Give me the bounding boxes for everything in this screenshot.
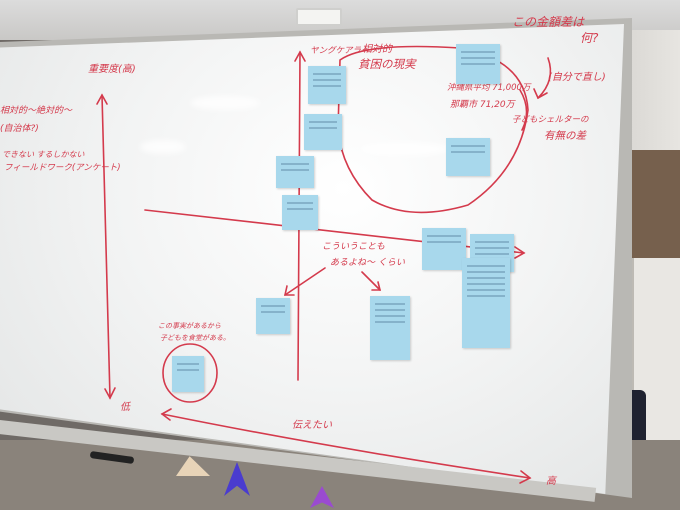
label-young-carer: ヤングケアラー [310,46,370,56]
poverty-circle [337,45,529,214]
label-shelter: 子どもシェルターの [512,115,589,125]
label-left-partial: フィールドワーク(アンケート) [4,163,121,173]
sticky-note [462,258,510,348]
label-self-fix: (自分で直し) [548,72,606,83]
label-want-to-convey: 伝えたい [292,420,332,431]
label-presence-diff: 有無の差 [544,130,586,142]
label-poverty-reality: 貧困の現実 [358,57,416,71]
left-vertical-axis [101,94,111,399]
sticky-note [276,156,314,188]
label-low: 低 [120,402,130,413]
label-what: 何? [580,31,599,45]
center-arrow-right [361,271,381,291]
bracket [519,89,528,131]
sticky-note [422,228,466,270]
sticky-note [304,114,342,150]
arrow-to-note-head [533,88,548,100]
label-amount-diff: この金額差は [512,15,585,29]
label-about-like: あるよね〜 くらい [330,258,405,268]
bottom-axis-arrow-right [519,470,532,484]
label-naha: 那覇市 71,20万 [450,100,515,110]
label-left-partial: できない するしかない [2,150,85,159]
center-arrow-left-head [284,285,295,296]
sticky-note [370,296,410,360]
light-glare [190,96,260,110]
sticky-note [446,138,490,176]
light-glare [140,140,186,154]
light-glare [360,142,450,156]
label-kids-cafeteria: 子どもを食堂がある。 [160,334,230,342]
left-axis-arrow-top [96,93,108,105]
sticky-note [256,298,290,334]
label-left-partial: 相対的〜絶対的〜 [0,106,73,116]
bottom-axis [161,413,531,479]
sticky-note [456,44,500,84]
bottom-left-circle [162,343,218,403]
label-importance-high: 重要度(高) [88,64,136,75]
center-axis-arrow-top [294,50,306,62]
horizontal-axis-arrow [514,246,526,259]
ceiling-light [296,8,342,26]
sticky-note [172,356,204,392]
sticky-note [308,66,346,104]
label-such-things: こういうことも [322,242,386,252]
bottom-axis-arrow-left [160,408,172,421]
label-relative: 相対的 [362,44,392,55]
sticky-note [282,195,318,230]
center-arrow-right-head [371,281,382,291]
label-high: 高 [546,476,556,487]
label-okinawa-avg: 沖縄県平均 71,000万 [447,83,531,93]
center-arrow-left [284,267,326,296]
label-because-fact: この事実があるから [158,322,221,330]
label-left-partial: (自治体?) [0,124,39,134]
left-axis-arrow-bottom [104,387,116,400]
arrow-to-note [537,57,552,99]
